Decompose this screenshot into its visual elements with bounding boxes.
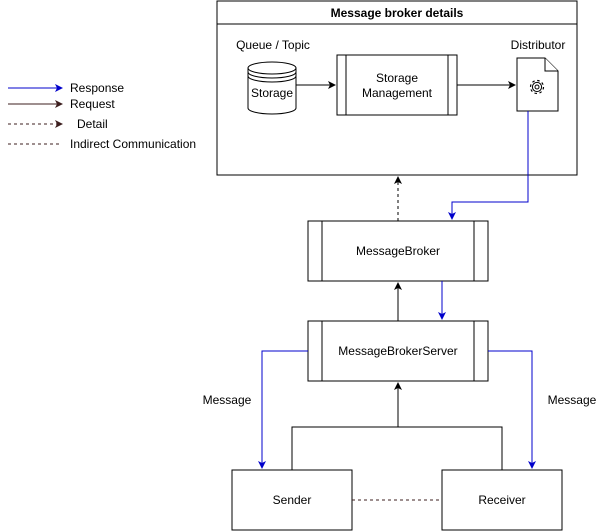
distributor-page-fold <box>544 58 558 72</box>
storage-management-line2: Management <box>362 86 433 100</box>
storage-cylinder: Storage <box>247 61 297 115</box>
distributor-document <box>516 57 559 112</box>
edge-message-left-label: Message <box>203 393 252 407</box>
storage-label: Storage <box>251 86 293 100</box>
receiver-frame <box>441 469 563 531</box>
message-broker-box: MessageBroker <box>307 220 489 282</box>
gear-icon <box>529 79 545 95</box>
message-broker-server-box: MessageBrokerServer <box>307 320 489 382</box>
storage-cylinder-top <box>247 61 297 75</box>
sender-frame <box>231 469 353 531</box>
legend-detail-label: Detail <box>77 117 108 131</box>
legend-request-label: Request <box>70 97 115 111</box>
storage-cylinder-ring-2 <box>247 75 297 83</box>
storage-management-box: Storage Management <box>336 54 458 116</box>
legend-response-label: Response <box>70 81 124 95</box>
receiver-label: Receiver <box>478 493 525 507</box>
storage-management-frame <box>336 54 458 116</box>
distributor-label: Distributor <box>511 38 566 52</box>
legend-indirect-label: Indirect Communication <box>70 137 196 151</box>
message-broker-frame <box>307 220 489 282</box>
details-container: Message broker details Queue / Topic Sto… <box>216 0 578 176</box>
edge-clients-to-server <box>291 426 503 470</box>
legend: Response Request Detail Indirect Communi… <box>8 81 196 151</box>
receiver-box: Receiver <box>441 469 563 531</box>
sender-box: Sender <box>231 469 353 531</box>
edge-server-to-receiver <box>488 350 536 469</box>
storage-management-line1: Storage <box>376 71 418 85</box>
edge-server-to-sender <box>258 350 308 469</box>
edge-message-right-label: Message <box>548 393 597 407</box>
details-title: Message broker details <box>331 6 464 20</box>
edge-distributor-to-broker <box>448 111 529 220</box>
message-broker-label: MessageBroker <box>356 244 440 258</box>
sender-label: Sender <box>273 493 312 507</box>
storage-cylinder-ring-1 <box>247 71 297 79</box>
queue-topic-label: Queue / Topic <box>236 38 310 52</box>
message-broker-server-label: MessageBrokerServer <box>338 344 457 358</box>
storage-cylinder-body <box>247 68 297 115</box>
